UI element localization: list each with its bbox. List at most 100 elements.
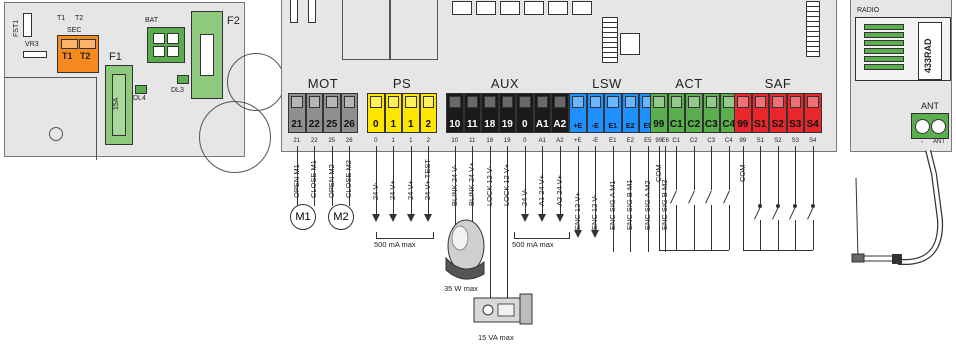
- power-board-panel: FST1 VR3 T1 T2 SEC T1 T2 BAT F2 F1 15A D…: [4, 2, 285, 173]
- terminal-aux-5: 0: [516, 93, 534, 133]
- sec-label: SEC: [67, 27, 82, 34]
- terminal-screw: [343, 96, 355, 108]
- terminal-label: E5: [643, 123, 653, 130]
- radio-fin: [864, 32, 904, 38]
- terminal-aux-7: A2: [551, 93, 569, 133]
- pin-header: [476, 1, 496, 15]
- pin-header: [524, 1, 544, 15]
- wire-label: CLOSE M1: [309, 160, 319, 198]
- header-connector-row: [452, 1, 594, 17]
- pin-label: 26: [345, 138, 353, 144]
- radio-title: RADIO: [857, 7, 880, 14]
- aux-group-label: AUX: [490, 76, 520, 91]
- wire: [742, 146, 744, 250]
- vr3-label: VR3: [25, 41, 39, 48]
- wire-label: OPEN M1: [291, 164, 301, 198]
- wire: [577, 146, 579, 232]
- terminal-label: 21: [291, 119, 303, 130]
- wire: [410, 146, 412, 216]
- terminal-label: 99: [653, 119, 665, 130]
- pin-label: C3: [707, 138, 716, 144]
- fst1-label: FST1: [13, 19, 20, 37]
- terminal-aux-1: 10: [446, 93, 464, 133]
- battery-connector: [147, 27, 185, 63]
- terminal-screw: [405, 96, 417, 108]
- terminal-ps-1: 0: [367, 93, 385, 133]
- wire-label: ENC 12 V-: [590, 194, 600, 230]
- wire: [665, 146, 667, 252]
- transformer-outline: [4, 77, 97, 160]
- wire: [777, 146, 779, 206]
- terminal-screw: [653, 96, 665, 108]
- f2-fuse-holder: [191, 11, 223, 99]
- pin-label: 2: [426, 138, 430, 144]
- terminal-label: S4: [806, 119, 819, 130]
- wire: [507, 146, 509, 300]
- fuse-value: 15A: [113, 97, 120, 110]
- terminal-label: C2: [687, 119, 701, 130]
- terminal-ps-3: 1: [402, 93, 420, 133]
- wire-label: 24 V+ TEST: [423, 159, 433, 200]
- blink-rating: 35 W max: [444, 284, 478, 293]
- terminal-label: C4: [722, 119, 736, 130]
- pin-header: [548, 1, 568, 15]
- radio-fin: [864, 56, 904, 62]
- pin-label: 21: [293, 138, 301, 144]
- contact-dot: [758, 204, 763, 208]
- aux-rating: 500 mA max: [512, 240, 554, 249]
- contact-switch: [789, 206, 797, 220]
- terminal-label: 26: [343, 119, 355, 130]
- bat-pin: [167, 46, 179, 57]
- wire: [349, 146, 351, 206]
- wire: [612, 146, 614, 252]
- terminal-label: C3: [704, 119, 718, 130]
- connector-stub: [308, 0, 316, 23]
- terminal-screw: [723, 96, 735, 108]
- wire-label: 24 V-: [370, 182, 380, 200]
- wire: [559, 146, 561, 216]
- terminal-screw: [422, 96, 434, 108]
- wire: [524, 146, 526, 216]
- terminal-screw: [291, 96, 303, 108]
- wire-label: COM: [737, 164, 747, 183]
- terminal-screw: [772, 96, 784, 108]
- contact-dot: [793, 204, 798, 208]
- mounting-hole: [49, 127, 63, 141]
- terminal-screw: [624, 96, 636, 108]
- wire: [595, 146, 597, 232]
- pin-header: [572, 1, 592, 15]
- contact-switch: [705, 190, 713, 204]
- ant-minus-label: -: [921, 139, 924, 146]
- terminal-screw: [572, 96, 584, 108]
- wire: [812, 146, 814, 206]
- arrow-icon: [520, 214, 529, 222]
- terminal-screw: [688, 96, 700, 108]
- pin-label: +E: [573, 138, 582, 144]
- terminal-saf-2: S1: [751, 93, 769, 133]
- wire-label: ENC SIG B M2: [660, 179, 670, 230]
- electric-lock-icon: [470, 292, 538, 326]
- terminal-screw: [737, 96, 749, 108]
- terminal-label: 10: [449, 119, 461, 130]
- pin-header: [500, 1, 520, 15]
- pin-label: 0: [523, 138, 527, 144]
- terminal-label: 0: [521, 119, 528, 130]
- terminal-screw: [554, 96, 566, 108]
- terminal-screw: [754, 96, 766, 108]
- vr3-component: [23, 51, 47, 58]
- terminal-aux-6: A1: [533, 93, 551, 133]
- terminal-label: S1: [754, 119, 767, 130]
- f1-label: F1: [109, 51, 122, 63]
- pin-label: 10: [451, 138, 459, 144]
- t2-label: T2: [75, 15, 84, 22]
- terminal-screw: [519, 96, 531, 108]
- wire: [676, 205, 678, 250]
- pin-label: 1: [409, 138, 413, 144]
- pin-label: A1: [538, 138, 546, 144]
- bat-pin: [167, 33, 179, 44]
- radio-fin: [864, 48, 904, 54]
- terminal-saf-4: S3: [786, 93, 804, 133]
- pin-label: A2: [556, 138, 564, 144]
- terminal-label: A1: [535, 119, 549, 130]
- terminal-label: A2: [553, 119, 567, 130]
